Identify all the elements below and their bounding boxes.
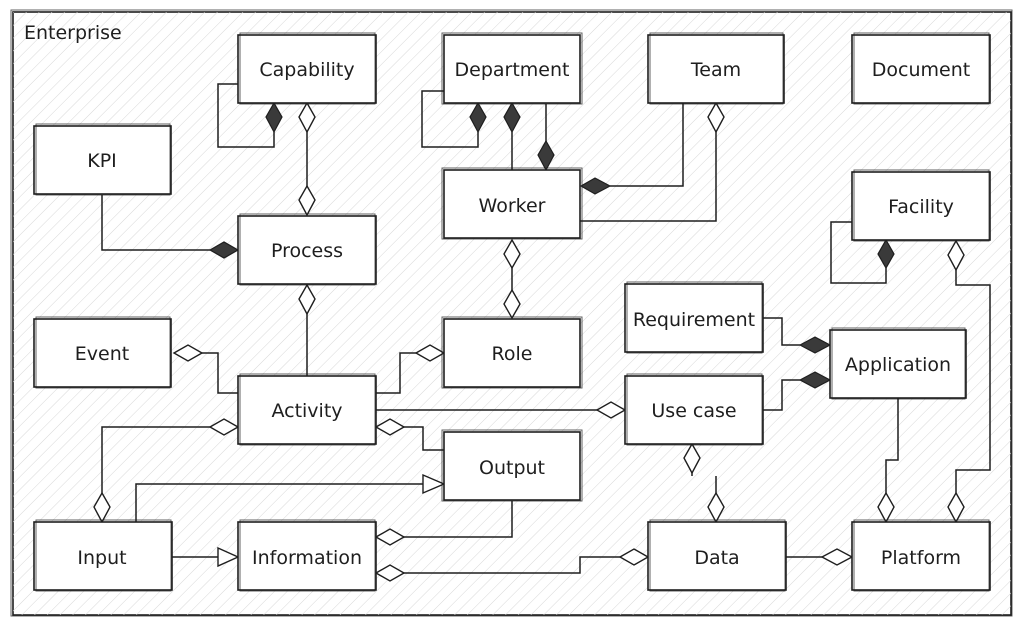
arrowhead	[217, 546, 240, 568]
node-label: Team	[690, 59, 741, 81]
node-label: KPI	[87, 150, 117, 172]
node-facility[interactable]: Facility	[851, 169, 991, 242]
aggregation-diamond	[947, 239, 965, 272]
node-label: Department	[455, 59, 570, 81]
node-usecase[interactable]: Use case	[624, 373, 764, 446]
node-requirement[interactable]: Requirement	[624, 281, 764, 354]
node-label: Document	[872, 59, 970, 81]
composition-diamond	[503, 101, 521, 134]
node-label: Activity	[271, 400, 342, 422]
aggregation-diamond	[683, 442, 701, 475]
aggregation-diamond	[707, 101, 725, 134]
aggregation-diamond	[374, 418, 406, 436]
node-process[interactable]: Process	[237, 213, 377, 286]
node-worker[interactable]: Worker	[441, 167, 583, 240]
node-label: Information	[252, 547, 362, 569]
edges	[101, 83, 991, 574]
node-kpi[interactable]: KPI	[33, 123, 172, 196]
arrowhead	[422, 473, 446, 495]
composition-diamond	[877, 238, 895, 270]
edge-application-platform	[885, 398, 899, 493]
edge-kpi-process	[101, 195, 210, 251]
node-team[interactable]: Team	[647, 32, 785, 105]
aggregation-diamond	[298, 184, 316, 217]
node-label: Input	[77, 547, 126, 569]
node-information[interactable]: Information	[237, 519, 377, 592]
edge-activity-role	[376, 352, 416, 394]
composition-diamond	[579, 177, 612, 195]
node-label: Facility	[888, 196, 954, 218]
node-label: Application	[845, 354, 951, 376]
node-application[interactable]: Application	[829, 327, 967, 400]
composition-diamond	[265, 101, 283, 134]
node-label: Data	[694, 547, 739, 569]
node-document[interactable]: Document	[851, 32, 991, 105]
aggregation-diamond	[298, 101, 316, 134]
node-label: Output	[479, 457, 545, 479]
node-data[interactable]: Data	[647, 519, 787, 592]
node-input[interactable]: Input	[33, 519, 173, 592]
node-label: Use case	[651, 400, 736, 422]
node-label: Event	[75, 343, 129, 365]
aggregation-diamond	[503, 288, 521, 320]
edge-team-worker-2	[580, 132, 717, 222]
node-label: Platform	[881, 547, 961, 569]
node-label: Worker	[479, 195, 546, 217]
composition-diamond	[469, 101, 487, 134]
edge-requirement-application	[763, 317, 800, 346]
node-platform[interactable]: Platform	[851, 519, 991, 592]
node-activity[interactable]: Activity	[237, 373, 377, 446]
edge-department-self	[421, 90, 479, 148]
edge-input-output	[135, 483, 423, 522]
node-label: Role	[492, 343, 533, 365]
edge-facility-self	[830, 221, 887, 284]
aggregation-diamond	[298, 283, 316, 316]
edge-activity-input	[101, 426, 210, 493]
edge-markers	[93, 101, 965, 582]
node-output[interactable]: Output	[441, 429, 583, 502]
edge-facility-platform	[955, 270, 991, 493]
edge-activity-output	[403, 426, 444, 451]
aggregation-diamond	[374, 564, 406, 582]
node-event[interactable]: Event	[33, 316, 172, 389]
node-label: Requirement	[633, 309, 755, 331]
edge-information-data	[403, 556, 620, 574]
aggregation-diamond	[503, 238, 521, 270]
enterprise-label: Enterprise	[24, 22, 122, 44]
node-capability[interactable]: Capability	[237, 32, 377, 105]
node-label: Capability	[259, 59, 354, 81]
edge-capability-self	[217, 83, 275, 148]
aggregation-diamond	[374, 528, 406, 546]
node-department[interactable]: Department	[441, 32, 583, 105]
edge-output-information	[403, 501, 513, 538]
node-label: Process	[271, 240, 343, 262]
node-role[interactable]: Role	[441, 316, 583, 389]
edge-team-worker-1	[610, 103, 684, 187]
edge-event-activity	[202, 352, 238, 394]
edge-usecase-application	[763, 379, 800, 411]
aggregation-diamond	[172, 344, 204, 362]
